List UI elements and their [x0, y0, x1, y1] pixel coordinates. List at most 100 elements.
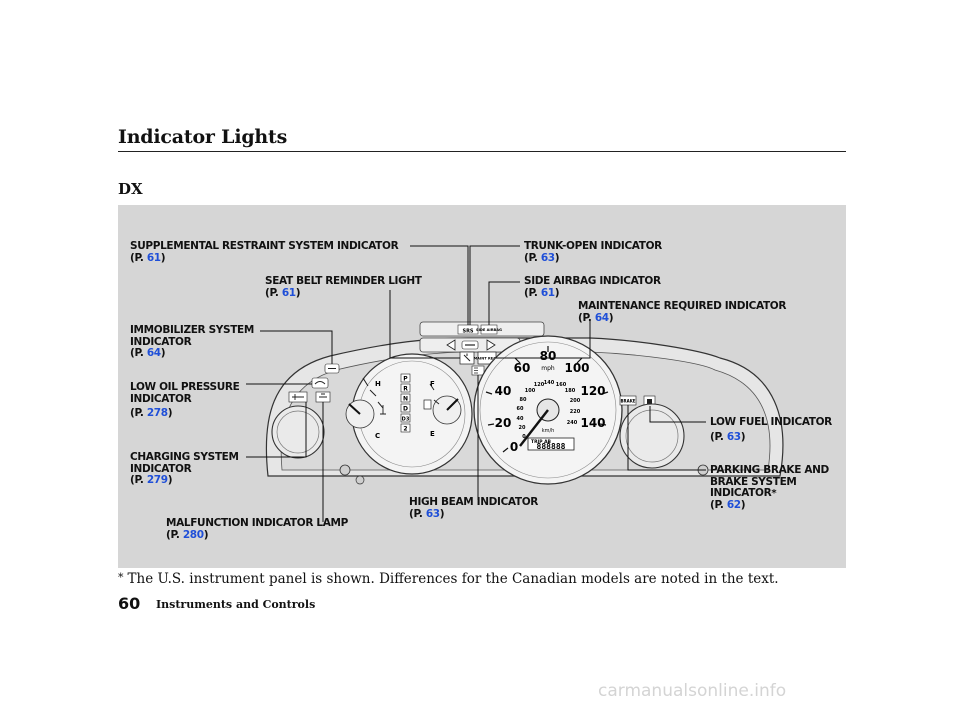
page-suffix: ): [167, 407, 173, 419]
fuel-pump-icon: [423, 399, 432, 410]
mph-20: 20: [495, 416, 512, 430]
page-number-link[interactable]: 280: [182, 528, 204, 541]
page-number-link[interactable]: 63: [540, 251, 555, 264]
page-prefix: (P.: [710, 498, 724, 511]
page-suffix: ): [554, 286, 560, 299]
odometer-display: [527, 437, 575, 451]
page-prefix: (P.: [265, 286, 279, 299]
maintenance-icon-text: MAINT REQ'D: [474, 357, 501, 361]
label-seat-belt-reminder: SEAT BELT REMINDER LIGHT (P. 61): [265, 275, 422, 300]
temp-gauge-needle: [348, 403, 361, 415]
kmh-140: 140: [544, 380, 555, 386]
page-number-link[interactable]: 63: [726, 430, 741, 443]
right-turn-arrow-icon: [486, 339, 496, 351]
speedometer-ring: [479, 341, 617, 479]
page-number-link[interactable]: 62: [726, 498, 741, 511]
dimmer-knob: [355, 475, 365, 485]
kmh-80: 80: [520, 397, 527, 403]
model-variant: DX: [118, 180, 143, 198]
high-beam-icon-mark: [474, 367, 478, 374]
label-immobilizer-indicator: IMMOBILIZER SYSTEM INDICATOR (P. 64): [130, 324, 254, 360]
seatbelt-leader: [389, 290, 460, 359]
oil-pressure-icon: [311, 377, 329, 389]
fuel-gauge-needle: [446, 398, 459, 411]
temp-cold-label: C: [375, 432, 380, 440]
page-number-link[interactable]: 61: [146, 251, 161, 264]
kmh-160: 160: [556, 382, 567, 388]
label-immobilizer-page: (P. 64): [130, 347, 254, 360]
temp-gauge-ticks: [362, 377, 384, 409]
footnote: *The U.S. instrument panel is shown. Dif…: [118, 571, 779, 587]
label-high-beam-page: (P. 63): [409, 507, 538, 521]
page-number-link[interactable]: 64: [594, 311, 609, 324]
page-suffix: ): [295, 286, 301, 299]
gear-p-box: [400, 373, 411, 383]
label-maintenance-name: MAINTENANCE REQUIRED INDICATOR: [578, 300, 787, 312]
label-side-airbag: SIDE AIRBAG INDICATOR (P. 61): [524, 275, 661, 300]
page-number-link[interactable]: 61: [540, 286, 555, 299]
fuel-empty-label: E: [430, 430, 435, 438]
gear-n: N: [403, 396, 408, 403]
page-prefix: (P.: [130, 474, 144, 486]
label-charging-line1: CHARGING SYSTEM: [130, 451, 239, 463]
page-number-link[interactable]: 278: [146, 407, 168, 419]
label-low-fuel-name: LOW FUEL INDICATOR: [710, 416, 832, 428]
label-trunk-open: TRUNK-OPEN INDICATOR (P. 63): [524, 240, 662, 264]
footnote-marker: *: [118, 571, 124, 584]
left-vent-bezel: [271, 405, 325, 459]
page-prefix: (P.: [130, 347, 144, 359]
page-prefix: (P.: [130, 407, 144, 419]
kmh-220: 220: [570, 409, 581, 415]
speedometer-needle: [519, 409, 549, 447]
gear-r-box: [400, 383, 411, 393]
right-vent-bezel: [619, 403, 685, 469]
label-oil-line2: INDICATOR: [130, 392, 192, 405]
kmh-40: 40: [517, 416, 524, 422]
gear-2: 2: [403, 426, 407, 433]
srs-leader: [410, 245, 469, 325]
page-number-link[interactable]: 63: [425, 507, 440, 520]
label-parking-brake-line2: BRAKE SYSTEM: [710, 475, 797, 488]
page-number-link[interactable]: 61: [281, 286, 296, 299]
mph-100: 100: [564, 361, 589, 375]
gear-n-box: [400, 393, 411, 403]
immobilizer-leader: [260, 330, 333, 364]
label-parking-brake-page: (P. 62): [710, 498, 829, 512]
srs-icon-text: SRS: [462, 329, 473, 335]
label-seatbelt-page: (P. 61): [265, 286, 422, 300]
page-number: 60: [118, 594, 141, 613]
mph-unit: mph: [541, 365, 555, 372]
label-trunk-name: TRUNK-OPEN INDICATOR: [524, 240, 662, 252]
temp-gauge-icon: [380, 405, 386, 415]
label-side-airbag-name: SIDE AIRBAG INDICATOR: [524, 275, 661, 287]
page-prefix: (P.: [524, 251, 538, 264]
label-side-airbag-page: (P. 61): [524, 286, 661, 300]
watermark: carmanualsonline.info: [598, 681, 787, 701]
kmh-scale: 0 20 40 60 80 100 120 140 160 180 200 22…: [517, 380, 581, 440]
label-low-oil-pressure: LOW OIL PRESSURE INDICATOR (P. 278): [130, 381, 240, 420]
gear-d: D: [403, 406, 408, 413]
kmh-120: 120: [534, 382, 545, 388]
page-prefix: (P.: [166, 528, 180, 541]
kmh-20: 20: [519, 425, 526, 431]
charging-system-icon-mark: [292, 394, 304, 400]
speedometer-mph-ticks: [485, 346, 609, 453]
right-vent-bezel-ring: [625, 409, 679, 463]
page-prefix: (P.: [578, 311, 592, 324]
trunk-leader: [469, 245, 520, 325]
left-reset-knob: [339, 464, 351, 476]
gear-p: P: [403, 376, 408, 383]
parking-brake-leader: [627, 405, 706, 471]
page-prefix: (P.: [409, 507, 423, 520]
page-suffix: ): [203, 528, 209, 541]
page-suffix: ): [608, 311, 614, 324]
page-suffix: ): [439, 507, 445, 520]
page-prefix: (P.: [710, 430, 724, 443]
page-title: Indicator Lights: [118, 126, 288, 148]
page-number-link[interactable]: 279: [146, 474, 168, 486]
label-immobilizer-line1: IMMOBILIZER SYSTEM: [130, 324, 254, 336]
label-maintenance-required: MAINTENANCE REQUIRED INDICATOR (P. 64): [578, 300, 787, 324]
trip-label: TRIP AB: [531, 439, 552, 445]
page-number-link[interactable]: 64: [146, 347, 161, 359]
